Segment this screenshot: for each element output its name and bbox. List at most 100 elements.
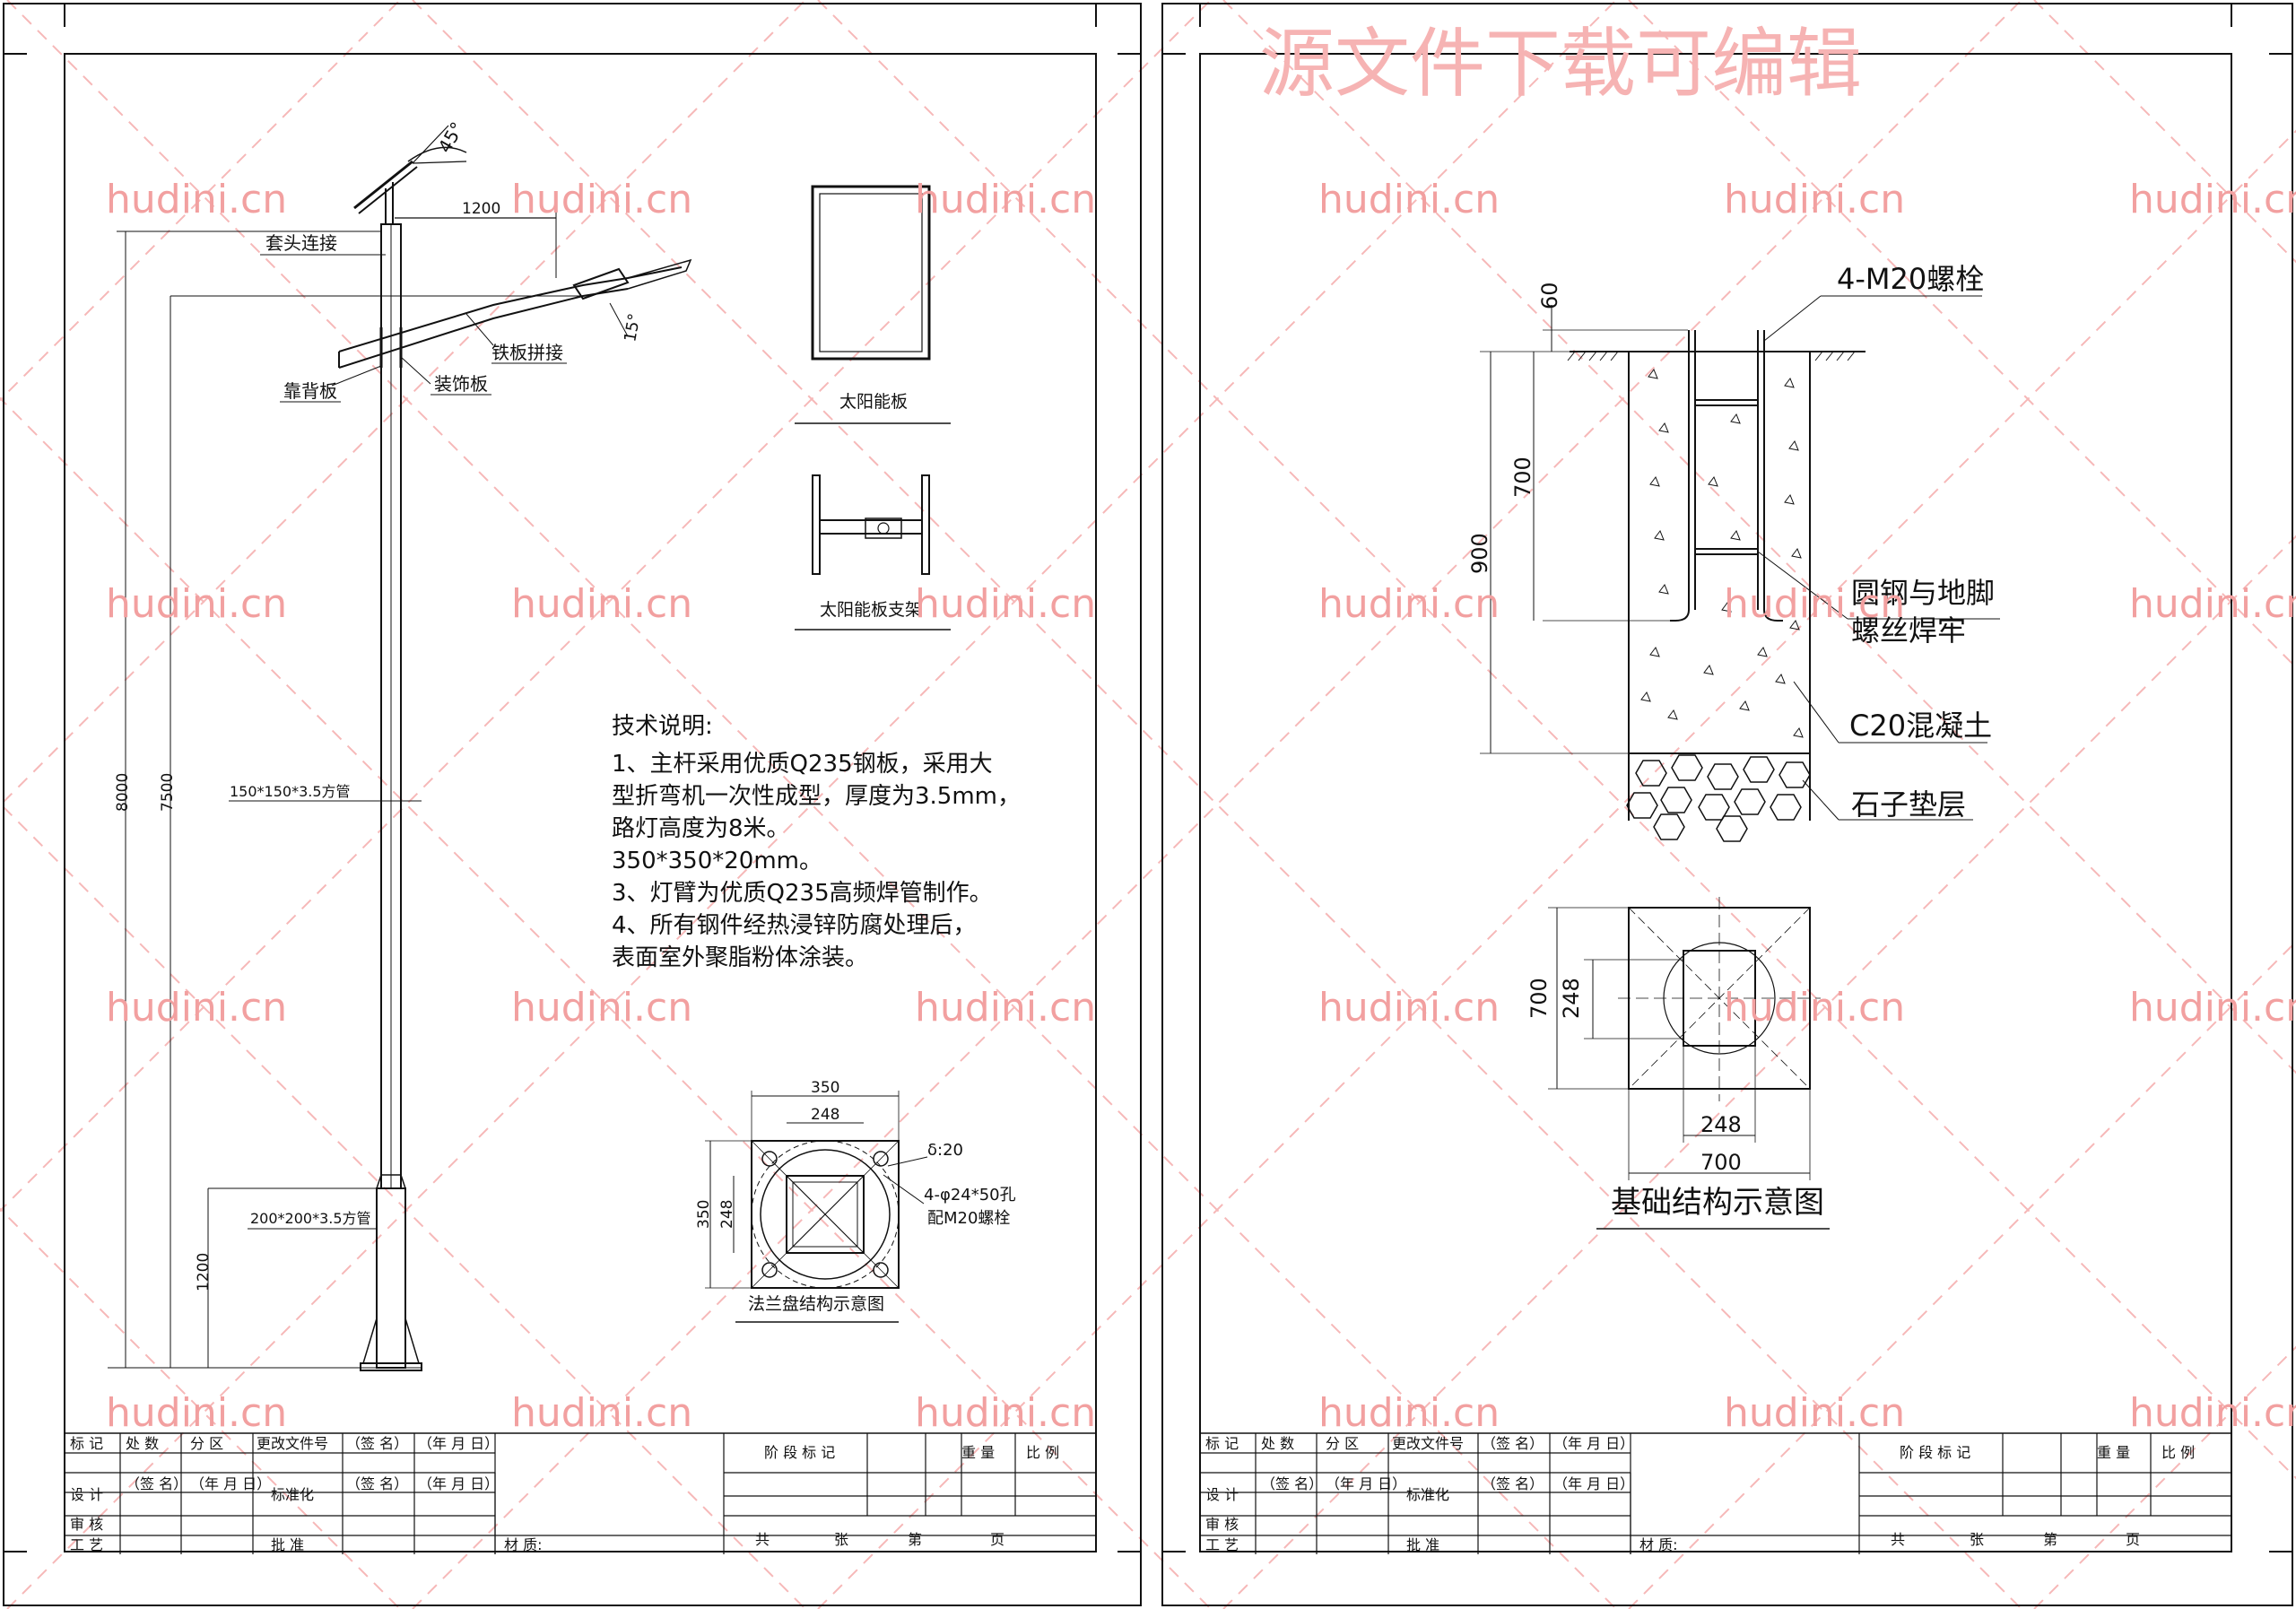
title-block-cell: （签 名） [346, 1475, 408, 1492]
title-block-cell: 批 准 [1406, 1536, 1439, 1553]
aggregate-mark [1789, 619, 1800, 631]
foundation-title: 基础结构示意图 [1611, 1185, 1824, 1221]
title-block-cell: （年 月 日） [190, 1475, 271, 1492]
title-block-cell: 比 例 [2161, 1444, 2195, 1461]
flange-holes-label: 4-φ24*50孔 [924, 1186, 1016, 1205]
plan-dim-h700: 700 [1526, 978, 1552, 1019]
title-block-cell: （年 月 日） [1326, 1475, 1406, 1492]
title-block-cell: （签 名） [1261, 1475, 1323, 1492]
gravel-layer [1626, 753, 1811, 842]
found-dim-900: 900 [1467, 533, 1492, 574]
watermark-text: hudini.cn [511, 581, 692, 627]
watermark-text: hudini.cn [2129, 985, 2296, 1031]
gravel-stone [1698, 794, 1730, 821]
watermark-text: hudini.cn [106, 1390, 287, 1436]
solar-panel-view: 太阳能板 [795, 185, 951, 424]
concrete-label: C20混凝土 [1849, 709, 1992, 743]
plan-dim-h248: 248 [1559, 978, 1584, 1019]
title-block-right: 标 记处 数分 区更改文件号（签 名）（年 月 日）设 计（签 名）（年 月 日… [1200, 1432, 2231, 1554]
watermark-text: hudini.cn [2129, 177, 2296, 222]
title-block-cell: 重 量 [2097, 1444, 2130, 1461]
tech-notes: 技术说明: 1、主杆采用优质Q235钢板，采用大 型折弯机一次性成型，厚度为3.… [612, 713, 1021, 971]
mesh-line [0, 396, 1212, 1609]
title-block-cell: 标 记 [1205, 1435, 1239, 1452]
hatch-line [1836, 351, 1845, 361]
hatch-line [1599, 351, 1608, 361]
tube-top-label: 150*150*3.5方管 [230, 783, 351, 800]
tech-note-line-6: 4、所有钢件经热浸锌防腐处理后， [612, 912, 977, 939]
found-dim-60: 60 [1537, 282, 1562, 309]
title-block-cell: 审 核 [1205, 1516, 1239, 1533]
flange-plate-view: 350 248 350 248 δ:20 4-φ24*50孔 配M20螺栓 法兰… [695, 1079, 1016, 1323]
title-block-cell: 页 [990, 1531, 1004, 1548]
aggregate-mark [1703, 664, 1714, 675]
flange-h248-label: 248 [718, 1200, 736, 1229]
plan-dim-w700: 700 [1700, 1150, 1742, 1175]
title-block-cell: 材 质: [1639, 1536, 1677, 1553]
bolt-label: 4-M20螺栓 [1837, 262, 1984, 296]
watermark-text: hudini.cn [915, 177, 1096, 222]
watermark-text: hudini.cn [1318, 177, 1500, 222]
watermark-text: hudini.cn [915, 985, 1096, 1031]
title-block-cell: 处 数 [126, 1435, 159, 1452]
mesh-line [6, 0, 1617, 1609]
mesh-line [0, 802, 806, 1609]
title-block-cell: 设 计 [1205, 1486, 1239, 1503]
aggregate-mark [1730, 529, 1741, 541]
gravel-stone [1707, 763, 1739, 790]
mesh-line [0, 0, 806, 807]
watermark-text: hudini.cn [106, 177, 287, 222]
watermark-layer: hudini.cn hudini.cn hudini.cn hudini.cn hudi… [106, 177, 2296, 1436]
watermark-text: hudini.cn [511, 177, 692, 222]
title-block-cell: 第 [2043, 1531, 2057, 1548]
flange-bolts-label: 配M20螺栓 [927, 1209, 1010, 1228]
watermark-text: hudini.cn [2129, 1390, 2296, 1436]
aggregate-mark [1793, 726, 1804, 738]
title-block-cell: 工 艺 [1205, 1536, 1239, 1553]
title-block-cell: 标 记 [70, 1435, 103, 1452]
gravel-stone [1734, 788, 1766, 815]
aggregate-mark [1775, 673, 1786, 684]
title-block-cell: （签 名） [346, 1435, 408, 1452]
flange-h350-label: 350 [695, 1200, 713, 1229]
gravel-stone [1671, 754, 1703, 781]
title-block-cell: 处 数 [1261, 1435, 1294, 1452]
pole-drawing: 45° 1200 套头连接 铁板拼接 15° 靠背板 [108, 118, 692, 1371]
gravel-stone [1779, 761, 1811, 788]
flange-title: 法兰盘结构示意图 [748, 1294, 884, 1314]
aggregate-mark [1784, 377, 1795, 388]
height-8000-label: 8000 [114, 773, 132, 812]
ground-hatch [1567, 351, 1856, 361]
hatch-line [1825, 351, 1834, 361]
title-block-cell: 更改文件号 [1392, 1435, 1464, 1452]
solar-bracket-view: 太阳能板支架 [795, 474, 951, 631]
concrete-dots [1640, 368, 1804, 738]
mesh-line [0, 0, 1212, 1213]
flange-w350-label: 350 [811, 1079, 839, 1097]
tech-note-line-5: 3、灯臂为优质Q235高频焊管制作。 [612, 880, 993, 907]
plate-joint-label: 铁板拼接 [491, 342, 563, 363]
title-block-cell: 批 准 [271, 1536, 304, 1553]
mesh-line [0, 1207, 401, 1609]
mesh-line [817, 0, 2296, 1480]
watermark-text: hudini.cn [1724, 581, 1905, 627]
watermark-text: hudini.cn [1318, 581, 1500, 627]
aggregate-mark [1784, 493, 1795, 505]
title-block-cell: 标准化 [1406, 1486, 1449, 1503]
watermark-text: hudini.cn [1724, 1390, 1905, 1436]
mesh-line [2033, 1345, 2296, 1609]
title-block-cell: 重 量 [961, 1444, 995, 1461]
title-block-cell: 工 艺 [70, 1536, 103, 1553]
tech-note-line-2: 型折弯机一次性成型，厚度为3.5mm， [612, 783, 1021, 810]
gravel-stone [1626, 792, 1658, 819]
solar-bracket-label: 太阳能板支架 [820, 600, 922, 620]
watermark-text: hudini.cn [915, 581, 1096, 627]
title-block-cell: （年 月 日） [1553, 1435, 1634, 1452]
height-7500-label: 7500 [159, 773, 177, 812]
gravel-label: 石子垫层 [1851, 787, 1966, 822]
hatch-line [1578, 351, 1587, 361]
watermark-text: hudini.cn [1318, 985, 1500, 1031]
head-connector-label: 套头连接 [265, 232, 337, 254]
gravel-stone [1716, 815, 1748, 842]
